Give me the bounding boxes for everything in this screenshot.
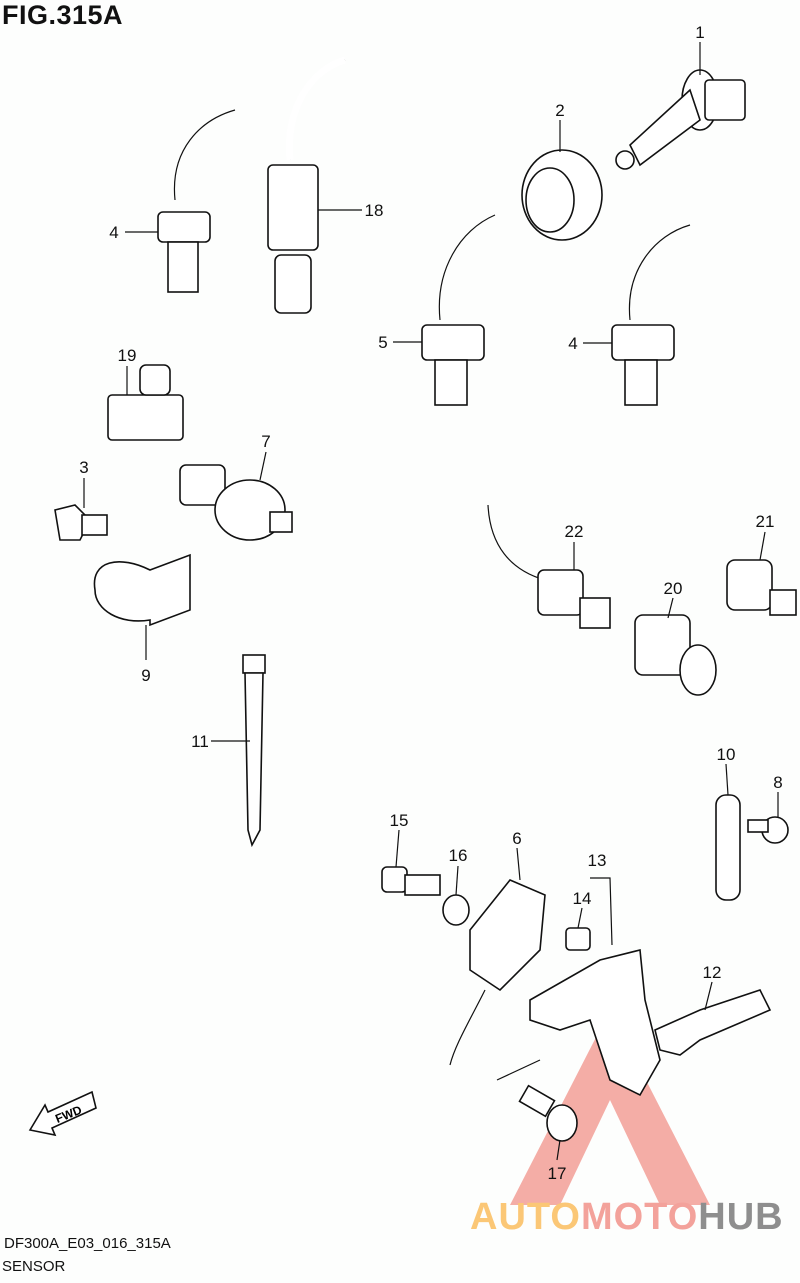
watermark-text: AUTOMOTOHUB [470,1196,784,1239]
part-3-bolt [54,504,108,541]
part-11-cable-tie [242,654,266,848]
fwd-direction-arrow: FWD [28,1090,97,1137]
figure-code: DF300A_E03_016_315A [4,1235,171,1252]
callout-17: 17 [548,1164,567,1183]
callout-16: 16 [449,846,468,865]
part-15-bolt [381,866,441,896]
part-4-sensor-right [611,224,691,406]
callout-15: 15 [390,811,409,830]
part-17-bolt [518,1084,578,1142]
part-5-sensor [421,214,496,406]
callout-18: 18 [365,201,384,220]
part-7-pressure-switch [179,464,293,541]
figure-name: SENSOR [2,1258,66,1275]
part-10-plate [715,794,741,901]
callout-5: 5 [378,333,387,352]
watermark-auto: AUTO [470,1196,581,1238]
watermark-hub: HUB [698,1196,784,1238]
part-22-sensor [487,504,611,629]
callout-7: 7 [261,432,270,451]
part-8-screw [747,816,789,844]
callout-8: 8 [773,773,782,792]
callout-14: 14 [573,889,592,908]
callout-22: 22 [565,522,584,541]
callout-3: 3 [79,458,88,477]
part-4-sensor-left [157,109,236,293]
callout-2: 2 [555,101,564,120]
callout-leaders [83,42,779,1161]
callout-6: 6 [512,829,521,848]
part-20-plug [634,614,717,696]
callout-1: 1 [695,23,704,42]
watermark-logo-mark [510,1010,710,1205]
callout-4-left: 4 [109,223,118,242]
callout-21: 21 [756,512,775,531]
part-9-clamp [93,553,191,660]
watermark-moto: MOTO [580,1196,699,1238]
callout-labels: 1 2 4 18 5 4 19 7 3 22 21 20 9 11 10 8 1… [79,23,782,1183]
callout-20: 20 [664,579,683,598]
fwd-label: FWD [53,1103,84,1126]
callout-13: 13 [588,851,607,870]
part-2-grommet [521,149,603,241]
part-18-oxygen-sensor [267,56,347,314]
part-12-link [654,989,772,1056]
callout-10: 10 [717,745,736,764]
part-13-lever [496,877,661,1097]
callout-12: 12 [703,963,722,982]
callout-4-right: 4 [568,334,577,353]
part-6-position-sensor [449,879,546,1066]
part-21-plug [726,559,797,616]
callout-11: 11 [191,732,209,751]
callout-9: 9 [141,666,150,685]
figure-title: FIG.315A [2,0,124,30]
part-19-clip [107,364,184,441]
part-1-sensor-connector [615,69,746,170]
part-14-nut [565,927,591,951]
callout-19: 19 [118,346,137,365]
part-16-washer [442,894,470,926]
